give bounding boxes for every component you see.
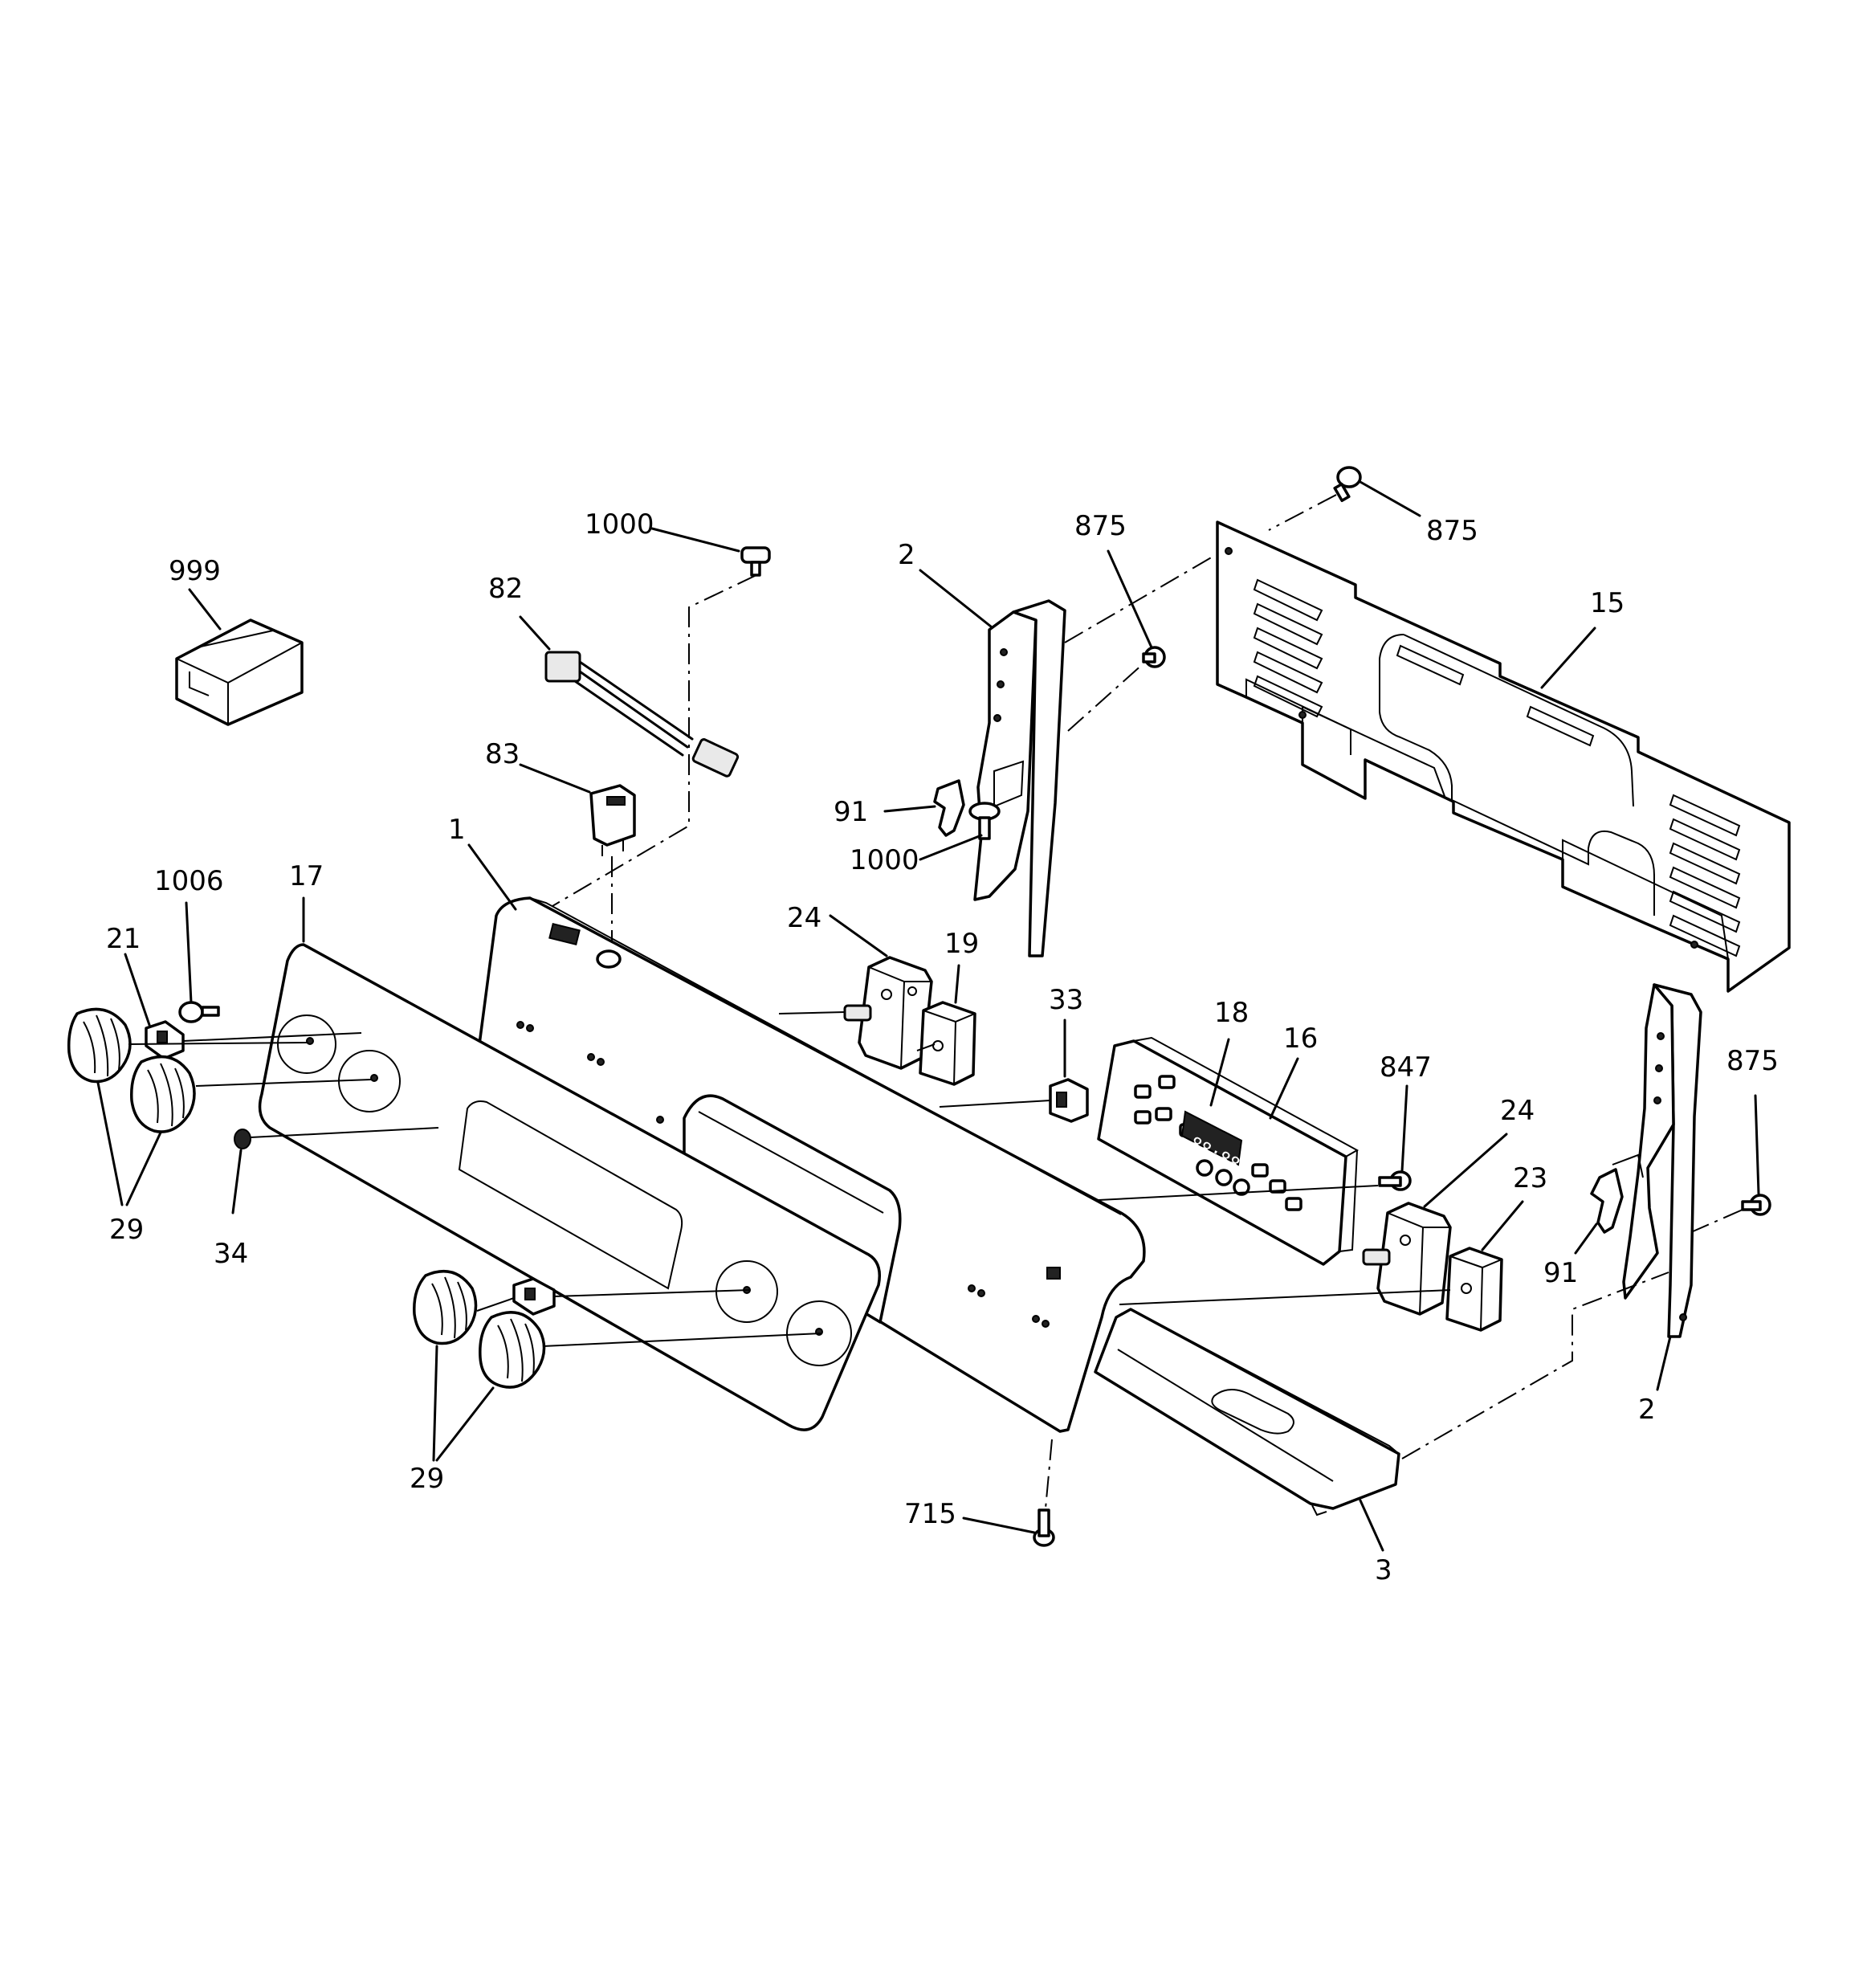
- callout-21: 21: [106, 923, 141, 955]
- part-875-screw-middle[interactable]: [1142, 646, 1166, 668]
- callout-875-right: 875: [1726, 1045, 1779, 1077]
- callout-847: 847: [1380, 1051, 1432, 1084]
- part-875-screw-right[interactable]: [1741, 1194, 1771, 1216]
- part-999-box[interactable]: [175, 618, 304, 726]
- part-91-bracket-lower[interactable]: [1590, 1168, 1624, 1234]
- part-29-knob-left-lower[interactable]: [130, 1055, 196, 1133]
- vent-slots-left: [1253, 578, 1323, 718]
- callout-3: 3: [1375, 1554, 1392, 1586]
- callout-2-upper: 2: [898, 539, 915, 571]
- callout-29-left: 29: [109, 1214, 144, 1246]
- callout-19: 19: [944, 928, 979, 960]
- callout-29-center: 29: [410, 1463, 444, 1495]
- callout-16: 16: [1283, 1023, 1318, 1055]
- callout-875-top-right: 875: [1426, 515, 1478, 547]
- part-83-light-switch[interactable]: [589, 784, 636, 856]
- part-1000-screw-bracket[interactable]: [968, 802, 1001, 840]
- callout-2-lower: 2: [1638, 1394, 1656, 1426]
- part-24-infinite-switch-right[interactable]: [1362, 1202, 1452, 1316]
- part-2-end-cap-lower[interactable]: [1612, 983, 1702, 1338]
- callout-91-upper: 91: [834, 796, 868, 828]
- part-29-knob-center-lower[interactable]: [479, 1311, 546, 1389]
- callout-24-left: 24: [787, 902, 821, 934]
- part-1000-screw-top[interactable]: [740, 546, 771, 577]
- vent-slots-right: [1669, 794, 1741, 957]
- callout-1000-top: 1000: [585, 508, 654, 541]
- part-21-indicator-light-left[interactable]: [145, 1020, 185, 1060]
- part-3-trim-rail[interactable]: [1094, 1308, 1400, 1517]
- callout-33: 33: [1049, 984, 1083, 1016]
- callout-34: 34: [214, 1238, 248, 1270]
- callout-91-lower: 91: [1543, 1257, 1578, 1289]
- callout-875-middle: 875: [1074, 510, 1127, 542]
- part-715-screw[interactable]: [1033, 1508, 1055, 1547]
- part-29-knob-center-upper[interactable]: [413, 1269, 478, 1345]
- callout-83: 83: [485, 738, 520, 770]
- part-91-bracket-upper[interactable]: [933, 779, 965, 837]
- callout-82: 82: [488, 573, 523, 605]
- part-82-wire-harness[interactable]: [544, 651, 740, 778]
- callout-17: 17: [289, 860, 324, 892]
- part-21-indicator-light-center[interactable]: [512, 1277, 556, 1316]
- callout-1006: 1006: [154, 865, 224, 897]
- part-29-knob-left-upper[interactable]: [67, 1007, 132, 1084]
- part-875-screw-top-right[interactable]: [1333, 466, 1362, 503]
- callout-15: 15: [1590, 587, 1625, 619]
- callout-1: 1: [448, 814, 466, 846]
- part-1006-screw[interactable]: [178, 1001, 220, 1023]
- callout-1000-bracket: 1000: [850, 844, 919, 876]
- part-15-rear-cover[interactable]: [1216, 520, 1791, 993]
- part-847-screw[interactable]: [1378, 1170, 1412, 1191]
- callout-715: 715: [904, 1498, 956, 1530]
- part-33-oven-light-switch[interactable]: [1049, 1078, 1089, 1123]
- callout-24-right: 24: [1500, 1095, 1535, 1127]
- part-19-infinite-switch[interactable]: [916, 1001, 976, 1086]
- part-34-knob-insert[interactable]: [234, 1129, 251, 1149]
- part-23-infinite-switch[interactable]: [1445, 1247, 1503, 1332]
- callout-999: 999: [169, 555, 221, 587]
- callout-18: 18: [1214, 997, 1249, 1029]
- part-2-end-cap-upper[interactable]: [973, 599, 1066, 957]
- callout-23: 23: [1513, 1162, 1547, 1194]
- part-24-infinite-switch-left[interactable]: [778, 956, 933, 1070]
